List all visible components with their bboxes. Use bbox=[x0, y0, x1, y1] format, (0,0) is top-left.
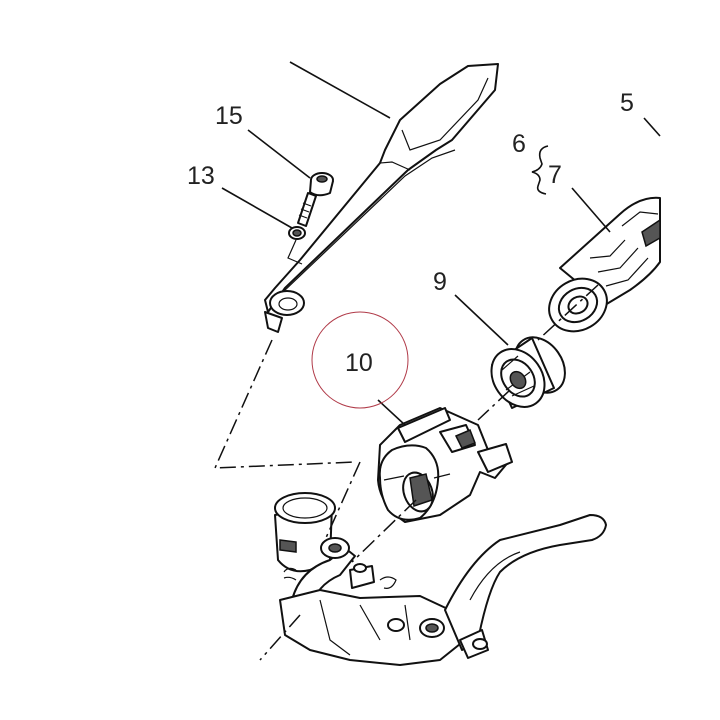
highlight-circle bbox=[311, 311, 409, 409]
leader-line-5 bbox=[643, 117, 661, 137]
screw-15 bbox=[297, 172, 334, 227]
screw-axis-line bbox=[287, 239, 303, 265]
leader-line-10 bbox=[377, 399, 406, 426]
leader-line-tube bbox=[289, 61, 391, 119]
callout-6: 6 bbox=[512, 130, 526, 158]
leader-line-15 bbox=[247, 129, 311, 179]
callout-7: 7 bbox=[548, 161, 562, 189]
brace-6-7 bbox=[531, 145, 549, 195]
leader-line-13 bbox=[221, 187, 293, 229]
throttle-drum-9 bbox=[490, 336, 566, 409]
callout-15: 15 bbox=[215, 102, 243, 130]
washer-13 bbox=[288, 226, 306, 240]
callout-10: 10 bbox=[345, 349, 373, 377]
brake-master-cylinder bbox=[274, 492, 607, 666]
switch-housing-10 bbox=[377, 407, 513, 523]
handlebar-grip-7 bbox=[548, 196, 661, 333]
callout-5: 5 bbox=[620, 89, 634, 117]
leader-line-9 bbox=[454, 294, 509, 346]
clip-on-handlebar bbox=[264, 63, 499, 333]
assembly-centerlines bbox=[213, 284, 599, 661]
leader-line-7 bbox=[571, 187, 611, 233]
callout-13: 13 bbox=[187, 162, 215, 190]
callout-9: 9 bbox=[433, 268, 447, 296]
